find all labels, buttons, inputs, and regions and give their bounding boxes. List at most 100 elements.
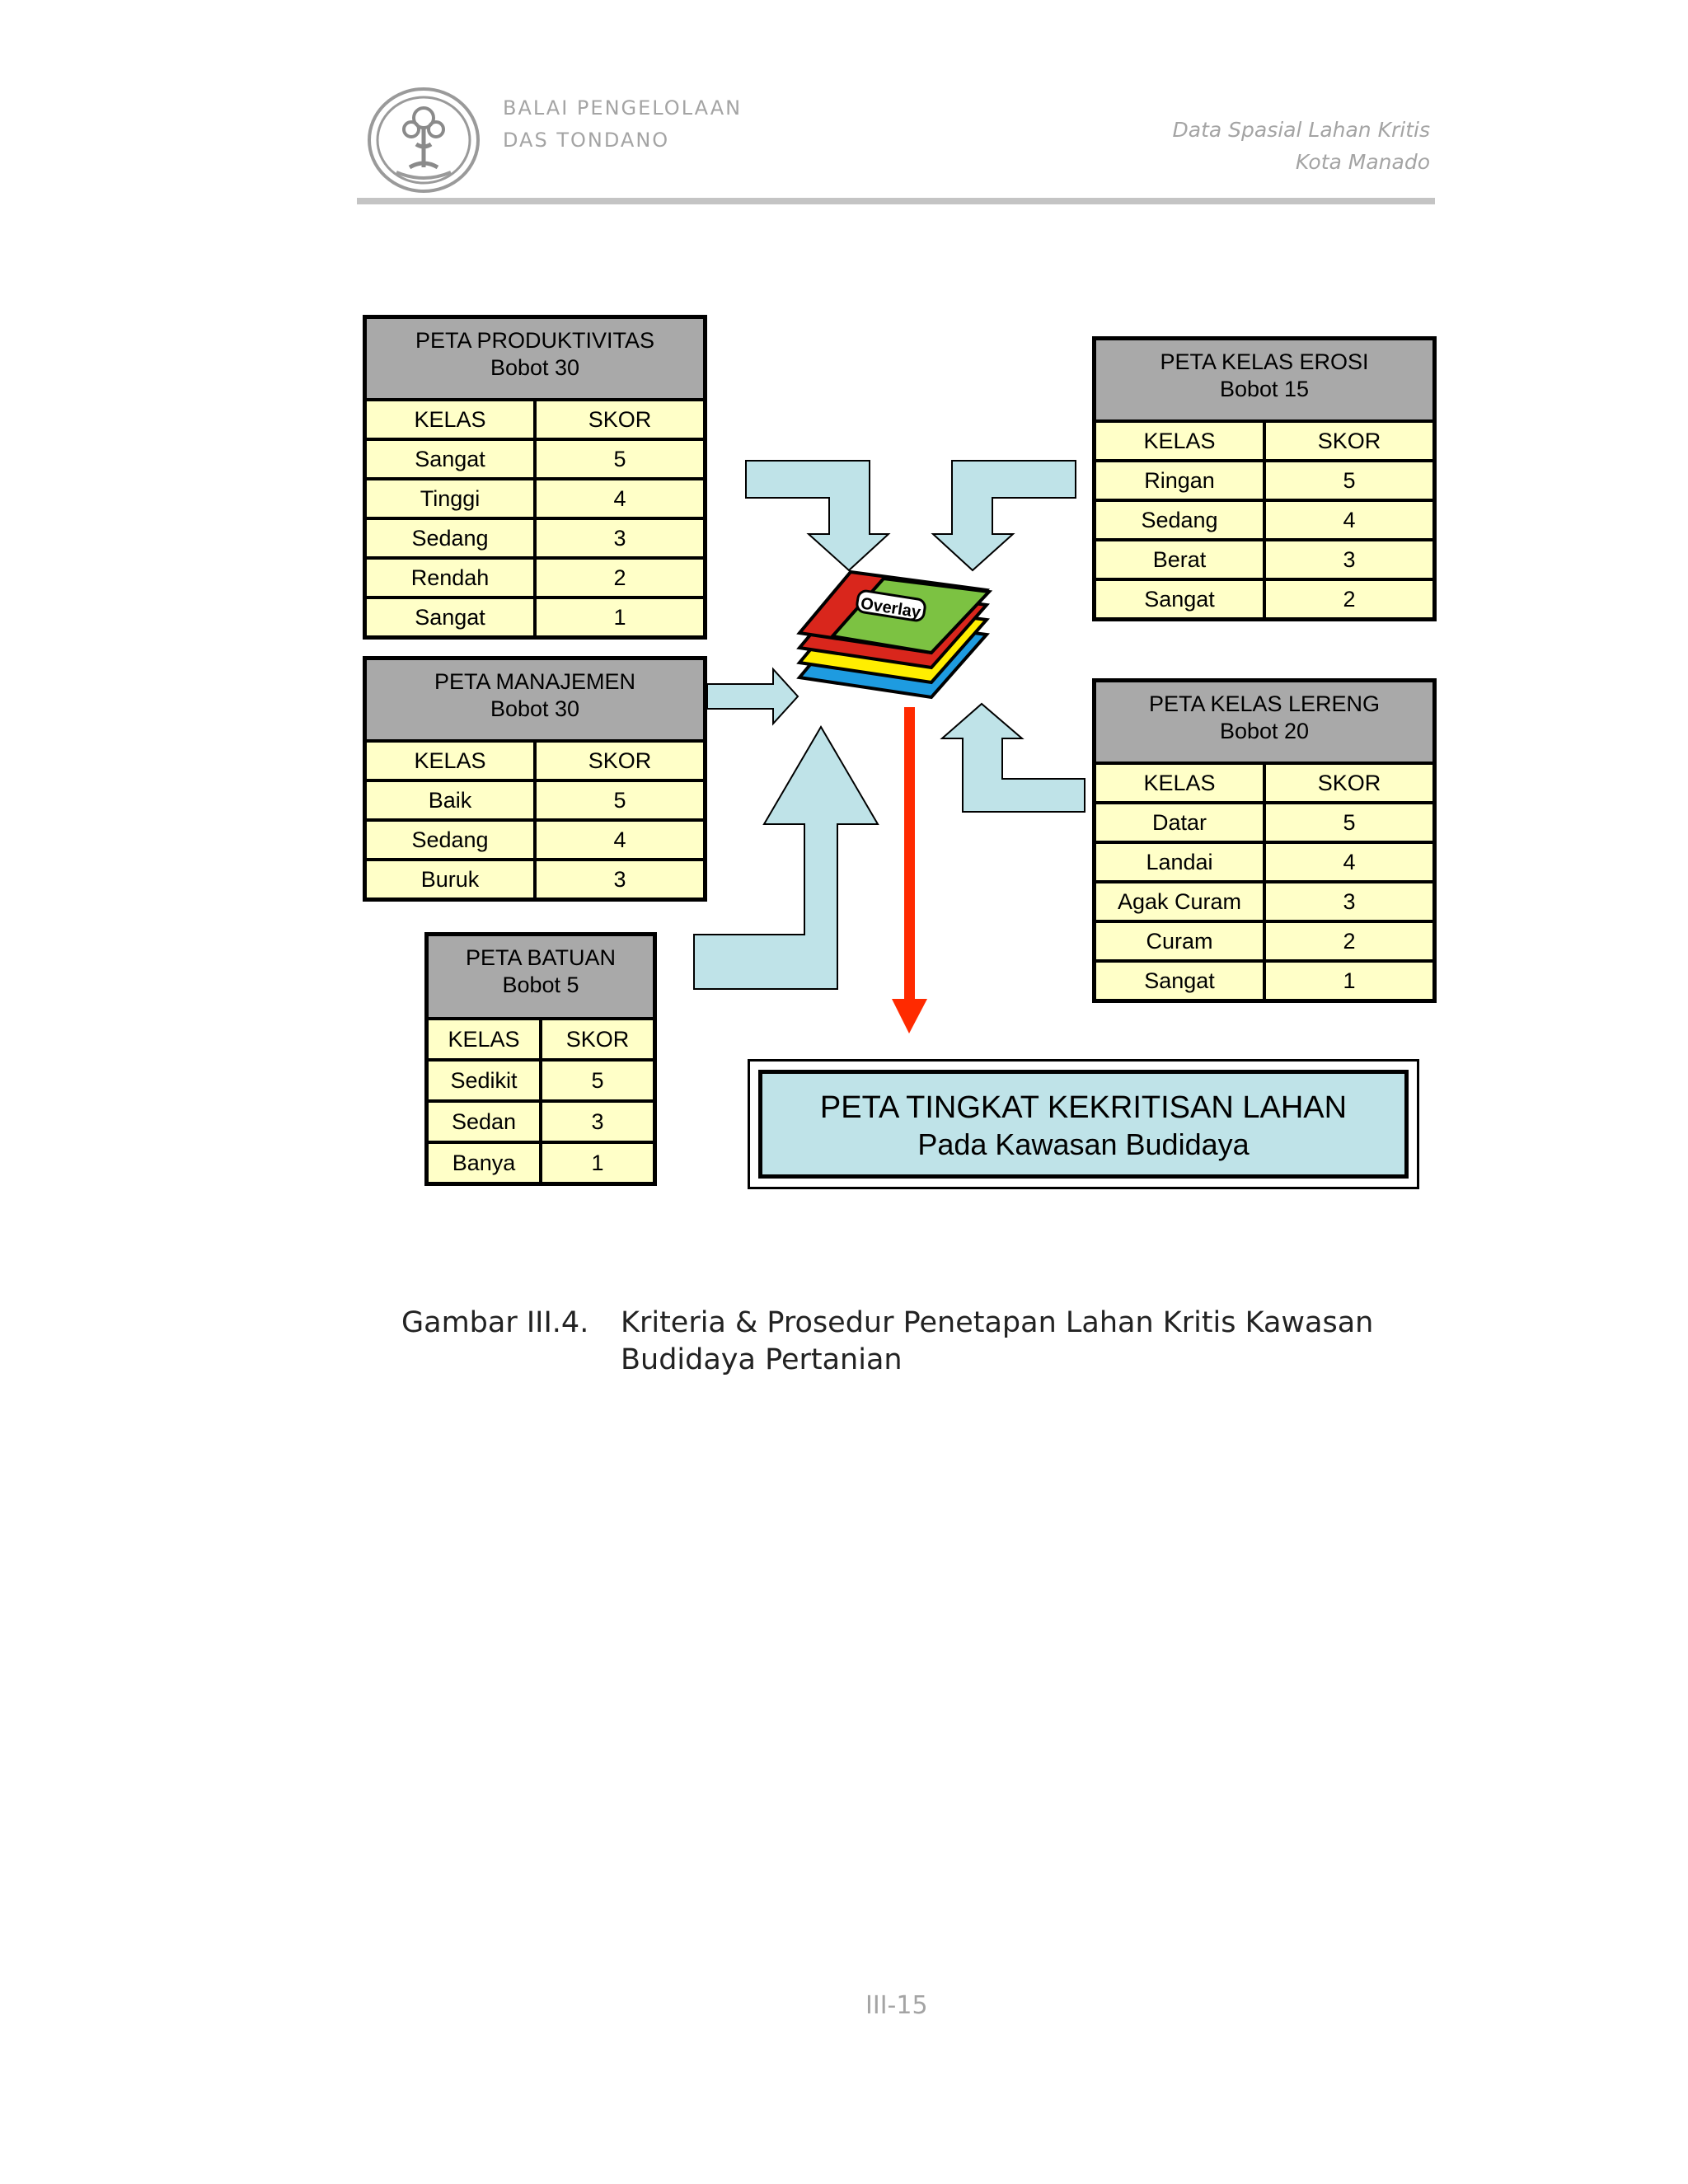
caption-line2: Budidaya Pertanian (621, 1343, 903, 1376)
institution-seal-logo (368, 87, 480, 193)
arrow-from-produktivitas (745, 460, 891, 572)
page-number: III-15 (865, 1991, 928, 2020)
skor-cell: 1 (537, 599, 703, 635)
kelas-cell: KELAS (1096, 423, 1263, 459)
skor-cell: 4 (1266, 844, 1432, 880)
table-title-block: PETA KELAS EROSI Bobot 15 (1096, 340, 1432, 419)
kelas-cell: KELAS (1096, 765, 1263, 801)
table-title: PETA BATUAN (465, 945, 617, 970)
output-arrow (892, 707, 927, 1033)
skor-cell: 3 (1266, 541, 1432, 578)
skor-cell: 1 (1266, 963, 1432, 999)
skor-cell: SKOR (1266, 765, 1432, 801)
kelas-cell: Sedang (367, 822, 533, 858)
arrow-from-erosi (931, 460, 1076, 572)
kelas-cell: Tinggi (367, 480, 533, 517)
result-subtitle: Pada Kawasan Budidaya (917, 1127, 1250, 1161)
table-bobot: Bobot 30 (490, 696, 580, 721)
header-divider (357, 198, 1435, 204)
overlay-layer-stack-icon (796, 569, 993, 700)
kelas-cell: Sedang (1096, 502, 1263, 538)
table-title: PETA PRODUKTIVITAS (415, 328, 655, 353)
kelas-cell: KELAS (367, 401, 533, 438)
caption-line1: Kriteria & Prosedur Penetapan Lahan Krit… (621, 1306, 1374, 1339)
kelas-cell: Sedikit (429, 1062, 539, 1099)
table-bobot: Bobot 30 (490, 355, 580, 380)
kelas-cell: Sedang (367, 520, 533, 556)
kelas-cell: Ringan (1096, 462, 1263, 499)
kelas-cell: Sangat (367, 441, 533, 477)
org-name-line1: BALAI PENGELOLAAN (503, 96, 743, 120)
table-bobot: Bobot 15 (1219, 377, 1310, 401)
skor-cell: 5 (542, 1062, 653, 1099)
table-bobot: Bobot 20 (1219, 719, 1310, 743)
table-title: PETA KELAS LERENG (1148, 691, 1381, 716)
skor-cell: 4 (1266, 502, 1432, 538)
table-title: PETA MANAJEMEN (434, 669, 636, 694)
kelas-cell: Landai (1096, 844, 1263, 880)
kelas-cell: Banya (429, 1144, 539, 1182)
doc-title-line1: Data Spasial Lahan Kritis (1172, 118, 1430, 142)
kelas-cell: Sedan (429, 1103, 539, 1141)
skor-cell: 5 (1266, 804, 1432, 841)
org-name-line2: DAS TONDANO (503, 129, 670, 152)
skor-cell: 1 (542, 1144, 653, 1182)
kelas-cell: Rendah (367, 560, 533, 596)
result-title: PETA TINGKAT KEKRITISAN LAHAN (819, 1090, 1348, 1125)
skor-cell: 3 (537, 861, 703, 898)
skor-cell: 4 (537, 480, 703, 517)
arrow-from-batuan (693, 725, 879, 990)
skor-cell: 3 (542, 1103, 653, 1141)
arrow-from-manajemen (706, 667, 799, 726)
skor-cell: 2 (1266, 581, 1432, 617)
kelas-cell: Baik (367, 782, 533, 818)
skor-cell: 3 (1266, 883, 1432, 920)
skor-cell: 5 (537, 782, 703, 818)
skor-cell: SKOR (537, 401, 703, 438)
kelas-cell: Sangat (1096, 963, 1263, 999)
table-title-block: PETA KELAS LERENG Bobot 20 (1096, 682, 1432, 762)
kelas-cell: Sangat (1096, 581, 1263, 617)
kelas-cell: KELAS (429, 1020, 539, 1058)
skor-cell: SKOR (1266, 423, 1432, 459)
skor-cell: 5 (537, 441, 703, 477)
skor-cell: 3 (537, 520, 703, 556)
kelas-cell: Datar (1096, 804, 1263, 841)
table-title: PETA KELAS EROSI (1160, 349, 1369, 374)
skor-cell: SKOR (537, 743, 703, 779)
doc-title-line2: Kota Manado (1295, 150, 1430, 174)
skor-cell: 4 (537, 822, 703, 858)
kelas-cell: Sangat (367, 599, 533, 635)
skor-cell: 5 (1266, 462, 1432, 499)
skor-cell: SKOR (542, 1020, 653, 1058)
kelas-cell: Buruk (367, 861, 533, 898)
